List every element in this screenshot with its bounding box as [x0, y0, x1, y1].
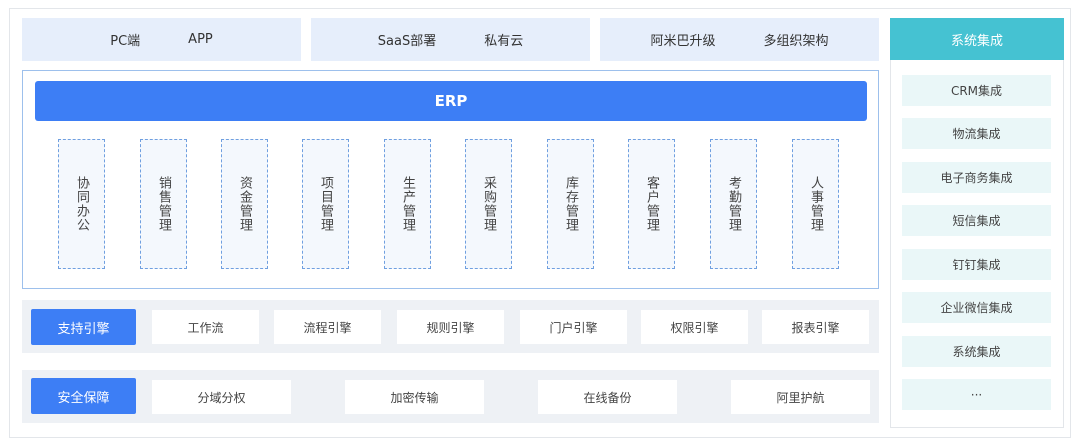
integration-more-item: ··· [902, 379, 1051, 410]
support-engine-item: 报表引擎 [762, 310, 869, 344]
security-item: 阿里护航 [731, 380, 870, 414]
erp-module: 采购管理 [465, 139, 512, 269]
security-item: 分域分权 [152, 380, 291, 414]
integration-item: 短信集成 [902, 205, 1051, 236]
security-item: 加密传输 [345, 380, 484, 414]
top-box-item: 阿米巴升级 [650, 34, 716, 49]
erp-module: 项目管理 [302, 139, 349, 269]
top-box-item: 私有云 [484, 34, 524, 49]
erp-title-bar: ERP [35, 81, 867, 121]
top-box-clients: PC端 APP [22, 18, 301, 61]
top-box-item: SaaS部署 [377, 34, 437, 49]
erp-module: 协同办公 [58, 139, 105, 269]
integration-title: 系统集成 [890, 18, 1064, 60]
support-engine-item: 规则引擎 [397, 310, 504, 344]
support-engine-item: 权限引擎 [641, 310, 748, 344]
top-box-deployment: SaaS部署 私有云 [311, 18, 590, 61]
erp-module: 生产管理 [384, 139, 431, 269]
erp-module: 销售管理 [140, 139, 187, 269]
support-engine-item: 工作流 [152, 310, 259, 344]
top-box-item: APP [188, 32, 213, 47]
integration-item: 电子商务集成 [902, 162, 1051, 193]
security-label: 安全保障 [31, 378, 136, 414]
top-box-organization: 阿米巴升级 多组织架构 [600, 18, 879, 61]
erp-module: 考勤管理 [710, 139, 757, 269]
support-engine-item: 门户引擎 [520, 310, 627, 344]
erp-module: 人事管理 [792, 139, 839, 269]
erp-module: 资金管理 [221, 139, 268, 269]
erp-module: 库存管理 [547, 139, 594, 269]
top-box-item: 多组织架构 [763, 34, 829, 49]
security-item: 在线备份 [538, 380, 677, 414]
integration-item: 系统集成 [902, 336, 1051, 367]
integration-item: CRM集成 [902, 75, 1051, 106]
erp-module: 客户管理 [628, 139, 675, 269]
top-box-item: PC端 [110, 34, 141, 49]
support-engine-item: 流程引擎 [274, 310, 381, 344]
integration-item: 企业微信集成 [902, 292, 1051, 323]
integration-item: 物流集成 [902, 118, 1051, 149]
support-engine-label: 支持引擎 [31, 309, 136, 345]
integration-item: 钉钉集成 [902, 249, 1051, 280]
